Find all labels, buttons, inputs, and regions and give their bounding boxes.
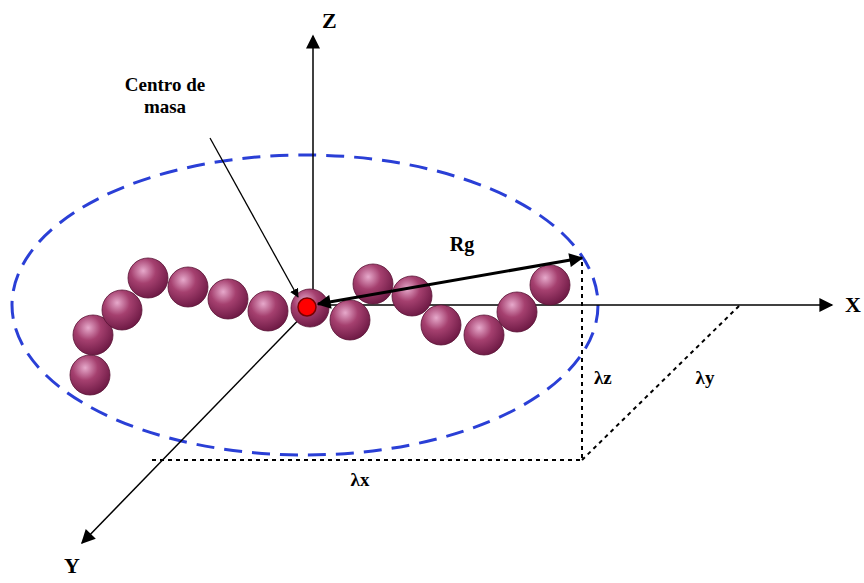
bead xyxy=(128,258,168,298)
leader-line xyxy=(210,138,298,297)
dimension-label: λx xyxy=(351,469,370,491)
axis-label: X xyxy=(845,292,861,317)
axis-label: Z xyxy=(322,8,337,33)
bead xyxy=(392,276,432,316)
radius-label: Rg xyxy=(450,233,474,256)
x-axis xyxy=(313,304,832,306)
projection-lines xyxy=(152,262,740,460)
bead xyxy=(330,300,370,340)
dimension-label: λy xyxy=(696,367,715,389)
center-of-mass xyxy=(298,298,316,316)
gyration-ellipse xyxy=(12,155,598,455)
y-axis xyxy=(82,305,313,543)
rg-arrow xyxy=(318,258,582,304)
bead xyxy=(248,291,288,331)
bead xyxy=(421,305,461,345)
bead xyxy=(464,315,504,355)
axis-label: Y xyxy=(64,553,80,578)
bead-chain xyxy=(70,258,570,395)
z-axis xyxy=(312,36,314,305)
bead xyxy=(208,279,248,319)
bead xyxy=(168,267,208,307)
bead xyxy=(70,355,110,395)
bead xyxy=(102,290,142,330)
bead xyxy=(497,292,537,332)
dimension-label: λz xyxy=(594,367,612,389)
bead xyxy=(530,265,570,305)
callout-label: Centro de masa xyxy=(110,74,220,118)
